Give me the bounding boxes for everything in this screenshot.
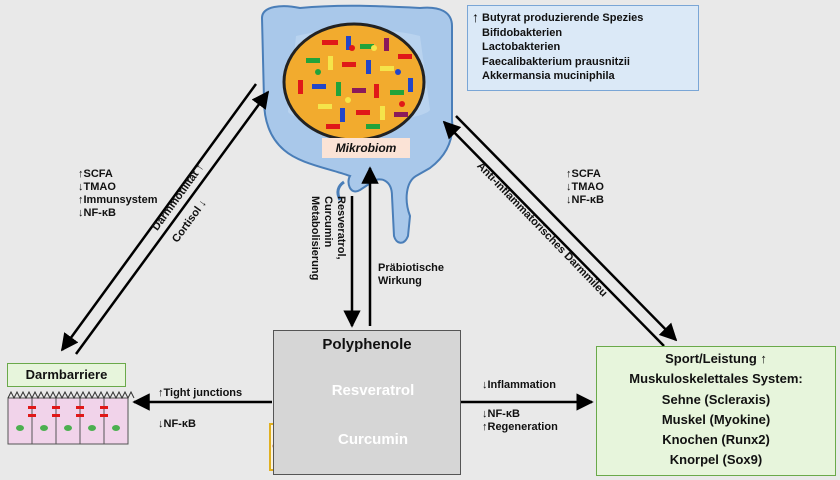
arrow-icon: ↓: [78, 207, 84, 219]
right-effects-list: ↑SCFA ↓TMAO ↓NF-κB: [566, 168, 604, 207]
left-effects-list: ↑SCFA ↓TMAO ↑Immunsystem ↓NF-κB: [78, 168, 157, 220]
down-arrow-icon: ↓: [158, 418, 164, 430]
sport-line: Knorpel (Sox9): [669, 452, 763, 467]
polyphenole-box: Polyphenole: [273, 330, 461, 475]
praebiotisch-label: Präbiotische Wirkung: [378, 262, 445, 287]
effect-item: ↓NF-κB: [566, 194, 604, 206]
curcumin-label: Curcumin: [337, 431, 408, 448]
mikrobiom-label: Mikrobiom: [322, 138, 410, 158]
barrier-effect-tight: ↑Tight junctions: [158, 387, 243, 399]
bacteria-line: Akkermansia muciniphila: [482, 70, 615, 82]
effect-item: ↑SCFA: [78, 168, 113, 180]
effect-item: ↓TMAO: [566, 181, 604, 193]
metabolisierung-label: Resveratrol, Curcumin Metabolisierung: [309, 196, 347, 281]
sport-effect-inflammation: ↓Inflammation: [482, 379, 556, 391]
bacteria-box: ↑ Butyrat produzierende Spezies Bifidoba…: [467, 5, 699, 91]
effect-item: ↑SCFA: [566, 168, 601, 180]
sport-line: Sehne (Scleraxis): [661, 392, 771, 407]
barrier-cells: [7, 390, 135, 445]
up-arrow-icon: ↑: [482, 421, 488, 433]
up-arrow-icon: ↑: [158, 387, 164, 399]
up-arrow-icon: ↑: [472, 9, 479, 25]
arrow-icon: ↑: [78, 168, 84, 180]
bacteria-line: Bifidobakterien: [482, 26, 563, 39]
sport-effects-list: ↓NF-κB ↑Regeneration: [482, 408, 558, 433]
arrow-icon: ↑: [78, 194, 84, 206]
darmbarriere-title: Darmbarriere: [7, 363, 126, 387]
effect-item: ↑Immunsystem: [78, 194, 158, 206]
arrow-icon: ↓: [566, 194, 572, 206]
down-arrow-icon: ↓: [482, 408, 488, 420]
arrow-icon: ↓: [566, 181, 572, 193]
resveratrol-label: Resveratrol: [331, 382, 415, 399]
bacteria-line: Faecalibakterium prausnitzii: [482, 55, 630, 68]
arrow-barriere-to-mikrobiom: [74, 90, 270, 355]
barrier-effect-nfkb: ↓NF-κB: [158, 418, 196, 430]
sport-line: Muskel (Myokine): [661, 412, 771, 427]
arrow-mikrobiom-to-sport: [455, 115, 678, 342]
arrow-icon: ↑: [566, 168, 572, 180]
bacteria-line: Butyrat produzierende Spezies: [482, 12, 644, 24]
microbiome-circle: [282, 22, 426, 142]
effect-item: ↓NF-κB: [78, 207, 116, 219]
sport-line: Muskuloskelettales System:: [629, 371, 803, 386]
bacteria-line: Lactobakterien: [482, 41, 561, 53]
down-arrow-icon: ↓: [482, 379, 488, 391]
arrow-sport-to-mikrobiom: [442, 120, 665, 347]
sport-line: Knochen (Runx2): [662, 432, 770, 447]
sport-line: Sport/Leistung ↑: [665, 351, 767, 366]
arrow-mikrobiom-to-barriere: [60, 83, 258, 352]
arrow-icon: ↓: [78, 181, 84, 193]
polyphenole-title: Polyphenole: [322, 336, 412, 353]
effect-item: ↓TMAO: [78, 181, 116, 193]
sport-box: Sport/Leistung ↑ Muskuloskelettales Syst…: [596, 346, 836, 476]
